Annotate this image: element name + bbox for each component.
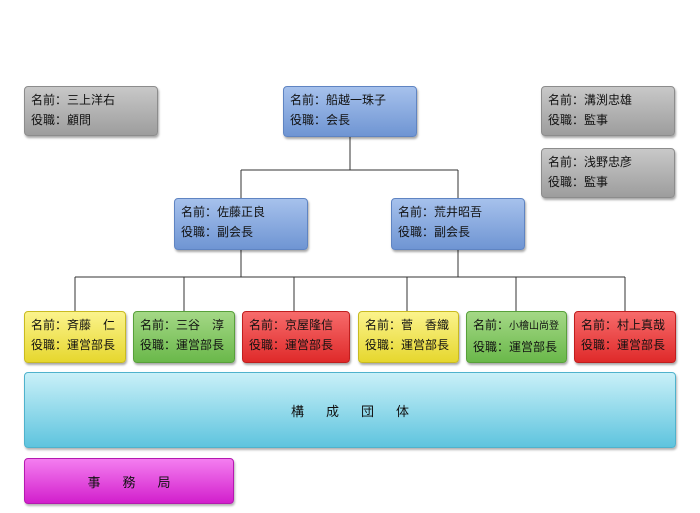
manager-2-name: 名前：三谷 淳	[140, 315, 234, 335]
manager-box-3: 名前：京屋隆信 役職：運営部長	[242, 311, 350, 363]
chairman-box: 名前：船越一珠子 役職：会長	[283, 86, 417, 137]
manager-2-person: 三谷 淳	[176, 318, 225, 332]
manager-box-4: 名前：菅 香織 役職：運営部長	[358, 311, 459, 363]
manager-6-person: 村上真哉	[617, 318, 666, 332]
name-label: 名前：	[581, 318, 618, 332]
vice-chair-2-name: 名前：荒井昭吾	[398, 205, 483, 219]
auditor-box-1: 名前：溝渕忠雄 役職：監事	[541, 86, 675, 136]
auditor-box-2: 名前：浅野忠彦 役職：監事	[541, 148, 675, 198]
manager-4-person: 菅 香織	[401, 318, 450, 332]
manager-1-role: 役職：運営部長	[31, 338, 116, 352]
manager-5-person: 小檜山尚登	[509, 321, 560, 332]
auditor-2-name: 名前：浅野忠彦	[548, 155, 633, 169]
name-label: 名前：	[473, 318, 510, 332]
auditor-2-role: 役職：監事	[548, 175, 609, 189]
manager-box-5: 名前：小檜山尚登 役職：運営部長	[466, 311, 567, 363]
advisor-name: 名前：三上洋右	[31, 93, 116, 107]
manager-4-role: 役職：運営部長	[365, 338, 450, 352]
manager-box-2: 名前：三谷 淳 役職：運営部長	[133, 311, 235, 363]
name-label: 名前：	[31, 318, 68, 332]
auditor-1-role: 役職：監事	[548, 113, 609, 127]
name-label: 名前：	[249, 318, 286, 332]
manager-box-1: 名前：斉藤 仁 役職：運営部長	[24, 311, 126, 363]
manager-6-role: 役職：運営部長	[581, 338, 666, 352]
manager-1-name: 名前：斉藤 仁	[31, 315, 125, 335]
vice-chair-2-role: 役職：副会長	[398, 225, 471, 239]
name-label: 名前：	[365, 318, 402, 332]
manager-1-person: 斉藤 仁	[67, 318, 116, 332]
member-groups-band: 構成団体	[24, 372, 676, 448]
chairman-name: 名前：船越一珠子	[290, 93, 387, 107]
secretariat-label: 事務局	[87, 475, 193, 491]
manager-box-6: 名前：村上真哉 役職：運営部長	[574, 311, 676, 363]
name-label: 名前：	[140, 318, 177, 332]
secretariat-band: 事務局	[24, 458, 234, 504]
vice-chair-box-1: 名前：佐藤正良 役職：副会長	[174, 198, 308, 250]
chairman-role: 役職：会長	[290, 113, 351, 127]
manager-3-role: 役職：運営部長	[249, 338, 334, 352]
manager-2-role: 役職：運営部長	[140, 338, 225, 352]
advisor-box: 名前：三上洋右 役職：顧問	[24, 86, 158, 136]
auditor-1-name: 名前：溝渕忠雄	[548, 93, 633, 107]
manager-6-name: 名前：村上真哉	[581, 315, 675, 335]
manager-5-name: 名前：小檜山尚登	[473, 315, 566, 337]
member-groups-label: 構成団体	[290, 404, 431, 420]
manager-3-person: 京屋隆信	[285, 318, 334, 332]
vice-chair-box-2: 名前：荒井昭吾 役職：副会長	[391, 198, 525, 250]
vice-chair-1-name: 名前：佐藤正良	[181, 205, 266, 219]
manager-3-name: 名前：京屋隆信	[249, 315, 349, 335]
vice-chair-1-role: 役職：副会長	[181, 225, 254, 239]
advisor-role: 役職：顧問	[31, 113, 92, 127]
manager-4-name: 名前：菅 香織	[365, 315, 458, 335]
manager-5-role: 役職：運営部長	[473, 340, 558, 354]
